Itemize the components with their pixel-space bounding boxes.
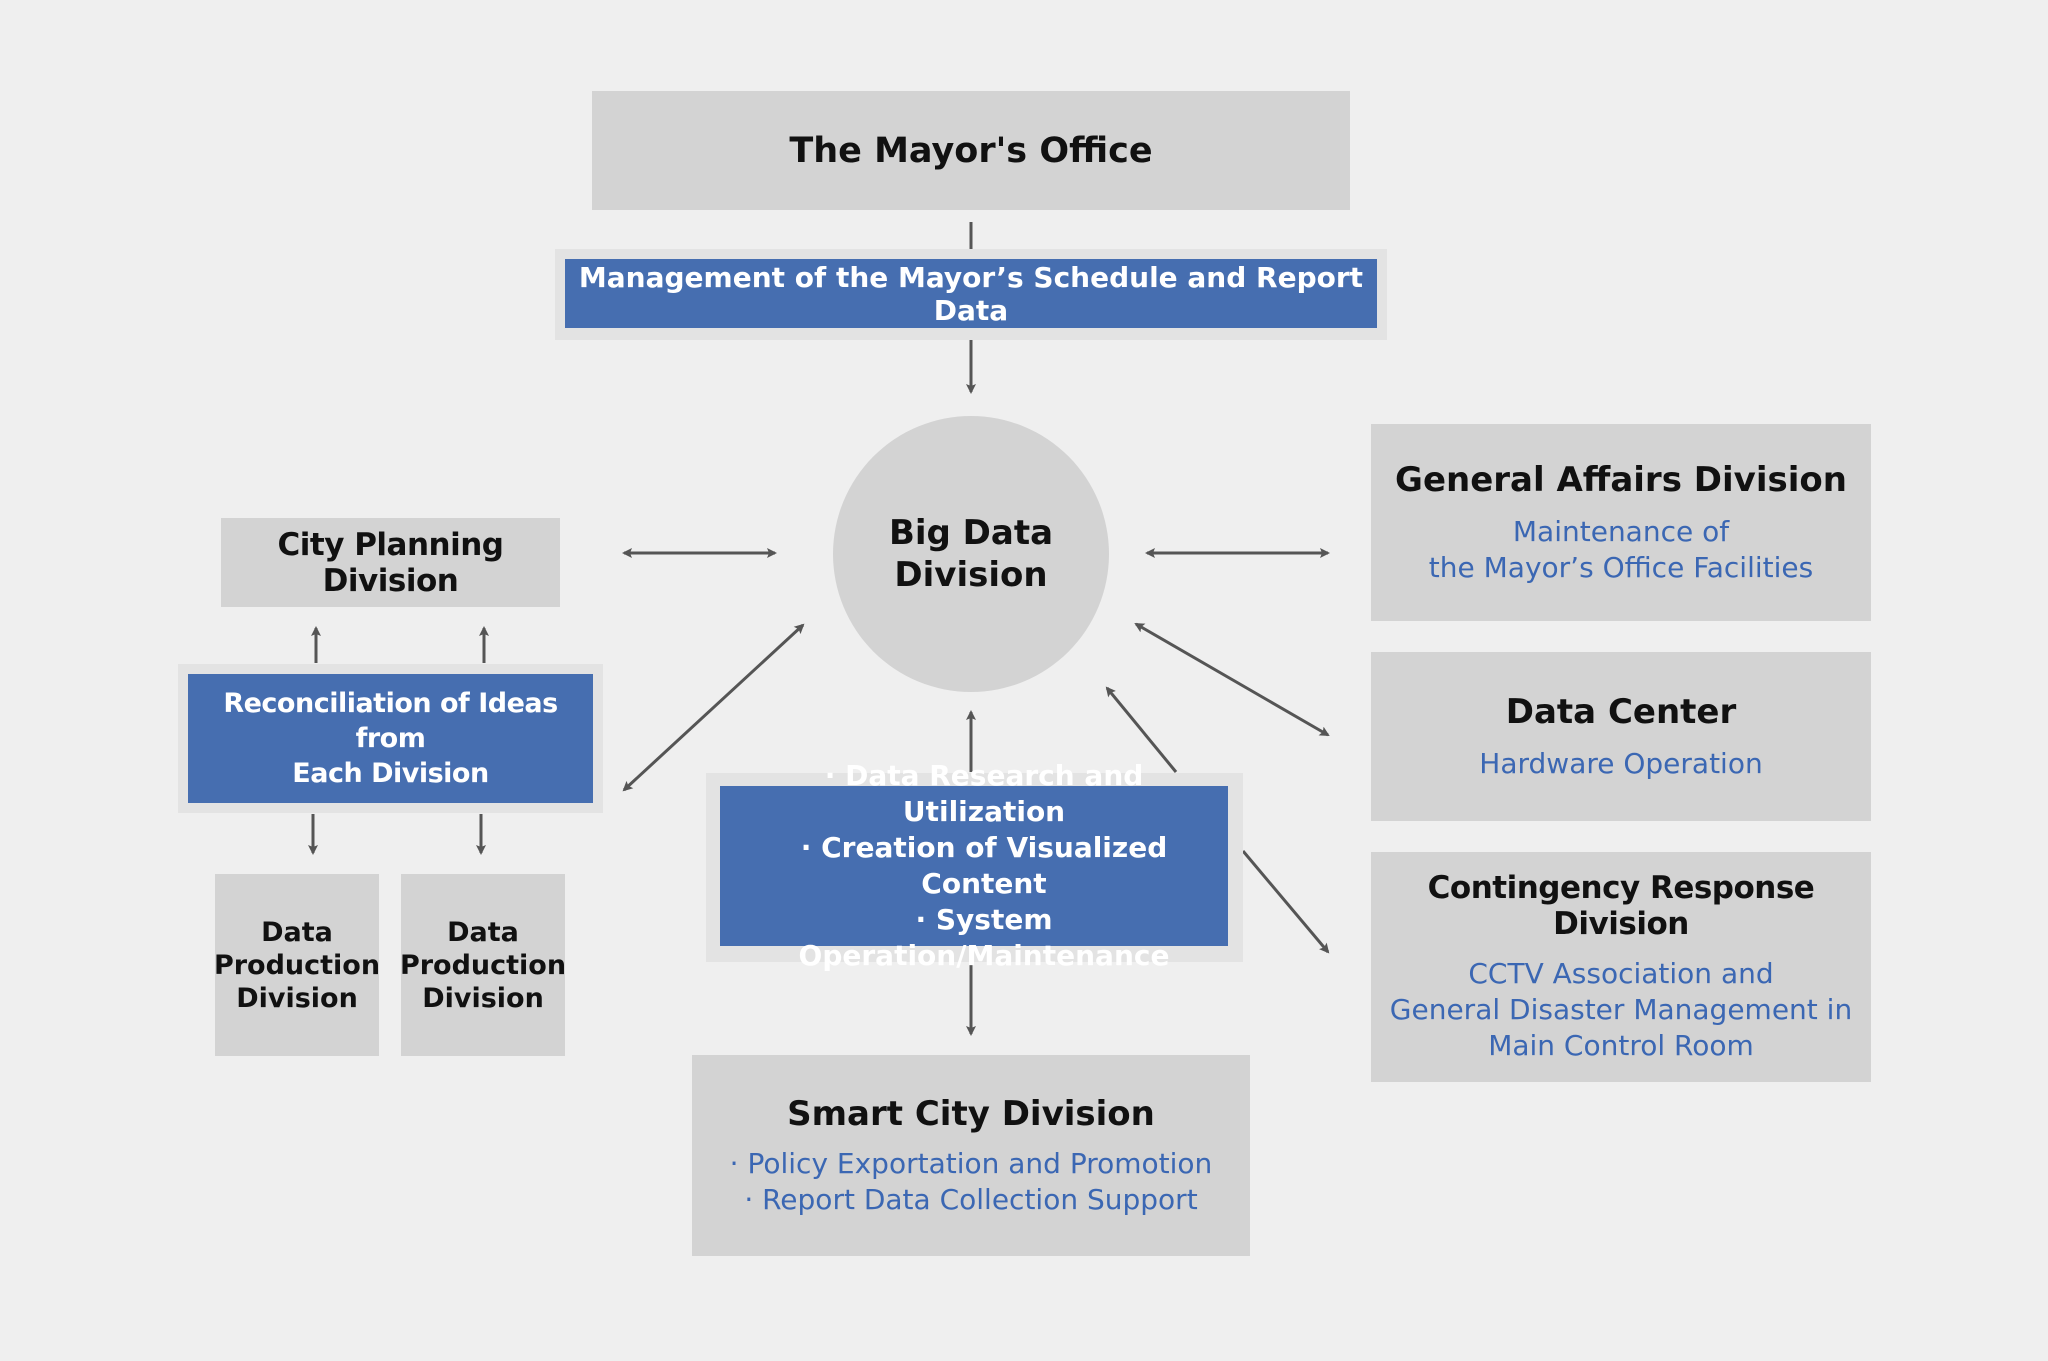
city-planning-title: City Planning Division	[277, 526, 505, 599]
arrow-bigdata-datacenter	[1134, 622, 1330, 737]
general-affairs-desc: Maintenance of the Mayor’s Office Facili…	[1428, 514, 1814, 584]
arrow-tasks-to-bigdata-right	[1105, 686, 1178, 773]
data-center-box: Data Center Hardware Operation	[1371, 652, 1871, 821]
reconciliation-label: Reconciliation of Ideas from Each Divisi…	[223, 688, 558, 789]
data-production-title: Data Production Division	[399, 916, 567, 1014]
mayor-schedule-band: Management of the Mayor’s Schedule and R…	[565, 259, 1377, 328]
general-affairs-title: General Affairs Division	[1395, 459, 1847, 500]
smart-city-title: Smart City Division	[787, 1093, 1155, 1134]
data-production-division-box: Data Production Division	[213, 874, 381, 1056]
reconciliation-box: Reconciliation of Ideas from Each Divisi…	[188, 674, 593, 803]
task-item: · Data Research and Utilization	[824, 759, 1144, 828]
smart-city-item: · Report Data Collection Support	[744, 1182, 1198, 1216]
arrow-recon-bigdata	[622, 623, 805, 792]
big-data-tasks-box: · Data Research and Utilization · Creati…	[720, 759, 1228, 972]
big-data-title-line1: Big Data	[888, 513, 1054, 553]
smart-city-item: · Policy Exportation and Promotion	[729, 1146, 1213, 1180]
mayors-office-box: The Mayor's Office	[592, 91, 1350, 210]
contingency-title: Contingency Response Division	[1427, 870, 1815, 942]
task-item: · Creation of Visualized Content	[800, 831, 1168, 900]
city-planning-division-box: City Planning Division	[221, 518, 560, 607]
general-affairs-division-box: General Affairs Division Maintenance of …	[1371, 424, 1871, 621]
mayors-office-title: The Mayor's Office	[789, 130, 1153, 171]
smart-city-division-box: Smart City Division · Policy Exportation…	[692, 1055, 1250, 1256]
data-center-desc: Hardware Operation	[1479, 746, 1763, 780]
mayor-schedule-label: Management of the Mayor’s Schedule and R…	[578, 260, 1364, 327]
contingency-response-division-box: Contingency Response Division CCTV Assoc…	[1371, 852, 1871, 1082]
contingency-desc: CCTV Association and General Disaster Ma…	[1389, 957, 1853, 1062]
big-data-division-circle: Big Data Division	[833, 416, 1109, 692]
data-production-title: Data Production Division	[213, 916, 381, 1014]
data-center-title: Data Center	[1505, 691, 1737, 732]
arrow-tasks-to-contingency	[1241, 850, 1330, 954]
task-item: · System Operation/Maintenance	[798, 903, 1170, 972]
big-data-title-line2: Division	[894, 555, 1048, 595]
data-production-division-box: Data Production Division	[399, 874, 567, 1056]
